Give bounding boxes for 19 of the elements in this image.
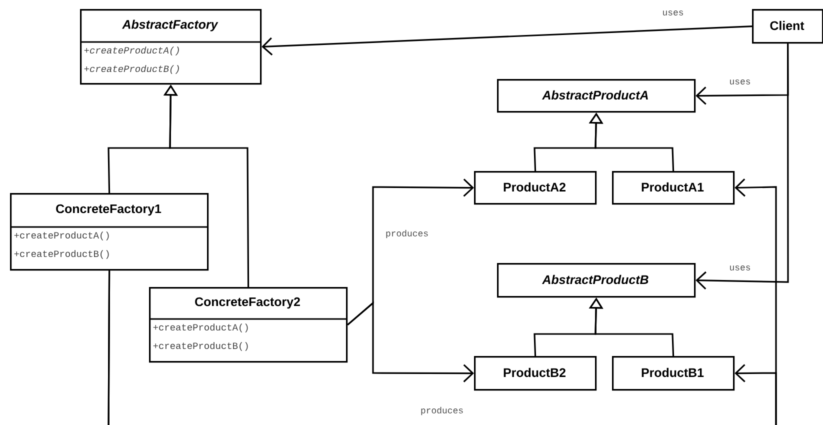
edge-label: produces bbox=[419, 406, 465, 416]
arrow bbox=[262, 26, 752, 56]
class-box: Client bbox=[752, 9, 823, 44]
edge-label: produces bbox=[384, 228, 430, 240]
class-box: AbstractProductB bbox=[497, 263, 696, 298]
class-box: AbstractProductA bbox=[497, 79, 696, 113]
class-box: ProductA2 bbox=[474, 171, 597, 205]
class-box: ConcreteFactory1 +createProductA() +createProductB() bbox=[10, 193, 209, 271]
arrow bbox=[108, 270, 777, 425]
class-box: ProductB2 bbox=[474, 356, 597, 391]
class-box: AbstractFactory +createProductA() +createProductB() bbox=[80, 9, 262, 85]
arrow bbox=[347, 301, 474, 382]
edge-label: uses bbox=[661, 10, 685, 16]
class-box: ProductB1 bbox=[612, 356, 735, 391]
class-box: ConcreteFactory2 +createProductA() +createProductB() bbox=[149, 287, 348, 363]
class-box: ProductA1 bbox=[612, 171, 735, 205]
arrow bbox=[696, 44, 789, 290]
edge-label: uses bbox=[728, 78, 752, 86]
edge-label: uses bbox=[728, 264, 752, 272]
